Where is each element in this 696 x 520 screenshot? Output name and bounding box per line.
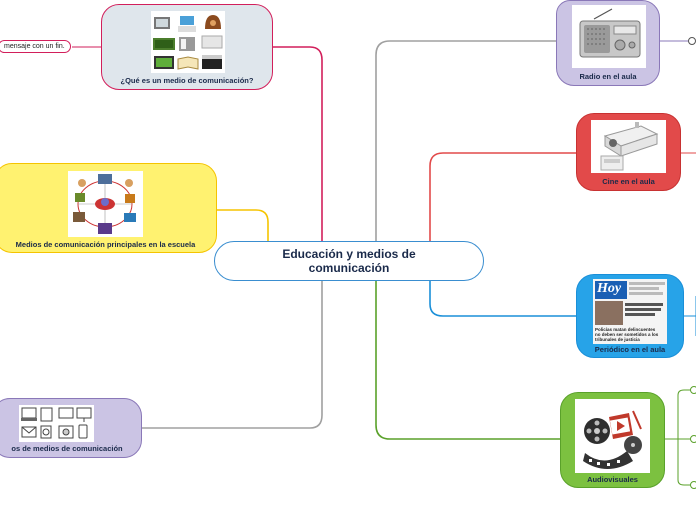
topic-audiovisual[interactable]: Audiovisuales [560,392,665,488]
leaf-definition-text: mensaje con un fin. [4,43,65,50]
media-collage-icon [151,11,225,73]
topic-radio-classroom-label: Radio en el aula [579,72,637,81]
topic-main-media-school[interactable]: Medios de comunicación principales en la… [0,163,217,253]
radio-collapse-toggle[interactable] [688,37,696,45]
leaf-definition[interactable]: mensaje con un fin. [0,40,71,53]
newspaper-masthead: Hoy [597,281,622,296]
newspaper-icon: Hoy Policías matan delincuentes no deben… [593,279,667,344]
audiovisual-subnode-1[interactable] [690,386,696,394]
film-reel-icon [575,399,650,473]
topic-media-types-label: os de medios de comunicación [11,444,123,453]
topic-main-media-school-label: Medios de comunicación principales en la… [15,240,196,249]
topic-what-is-media[interactable]: ¿Qué es un medio de comunicación? [101,4,273,90]
topic-cinema-classroom-label: Cine en el aula [602,177,655,186]
central-topic-label: Educación y medios de comunicación [282,247,416,275]
topic-cinema-classroom[interactable]: Cine en el aula [576,113,681,191]
school-media-network-icon [68,171,143,237]
topic-audiovisual-label: Audiovisuales [587,475,638,484]
topic-newspaper-classroom-label: Periódico en el aula [594,345,666,354]
topic-radio-classroom[interactable]: Radio en el aula [556,0,660,86]
central-topic[interactable]: Educación y medios de comunicación [214,241,484,281]
topic-what-is-media-label: ¿Qué es un medio de comunicación? [120,76,254,85]
communication-devices-icon [19,405,94,442]
newspaper-headline: Policías matan delincuentes no deben ser… [595,327,659,342]
audiovisual-subnode-3[interactable] [690,481,696,489]
topic-newspaper-classroom[interactable]: Hoy Policías matan delincuentes no deben… [576,274,684,358]
audiovisual-subnode-2[interactable] [690,435,696,443]
radio-icon [572,5,646,68]
projector-icon [591,120,666,173]
topic-media-types[interactable]: os de medios de comunicación [0,398,142,458]
